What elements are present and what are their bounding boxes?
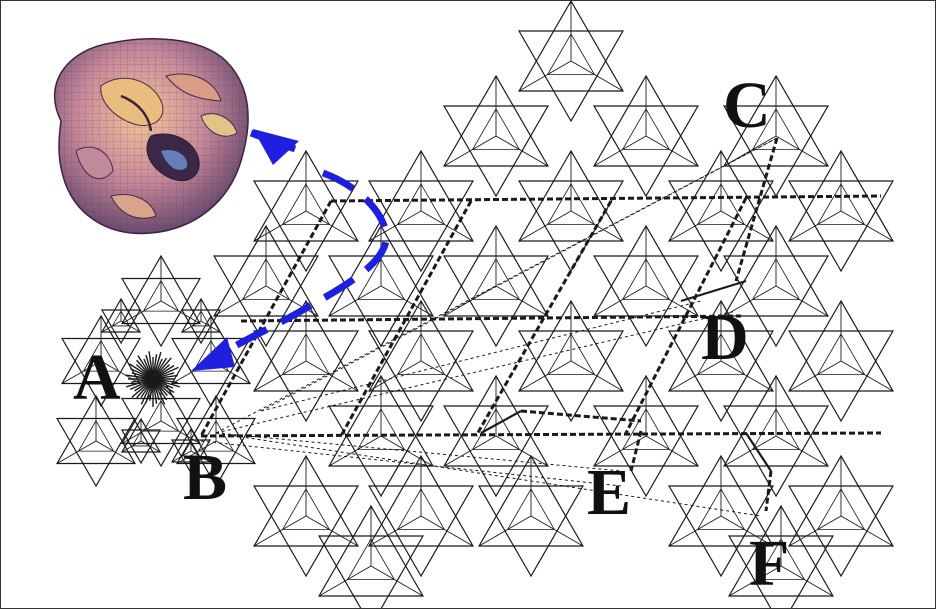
label-a: A — [73, 341, 121, 414]
label-d: D — [701, 301, 749, 374]
star-burst-icon — [125, 351, 181, 407]
dashed-double-arrow-icon — [191, 129, 390, 371]
label-e: E — [587, 456, 631, 529]
label-c: C — [723, 69, 771, 142]
calabi-yau-surface-icon — [54, 38, 249, 235]
label-b: B — [183, 441, 227, 514]
label-f: F — [749, 527, 789, 600]
tetrahedral-lattice — [55, 1, 894, 608]
dashed-connection-lines — [199, 137, 882, 517]
